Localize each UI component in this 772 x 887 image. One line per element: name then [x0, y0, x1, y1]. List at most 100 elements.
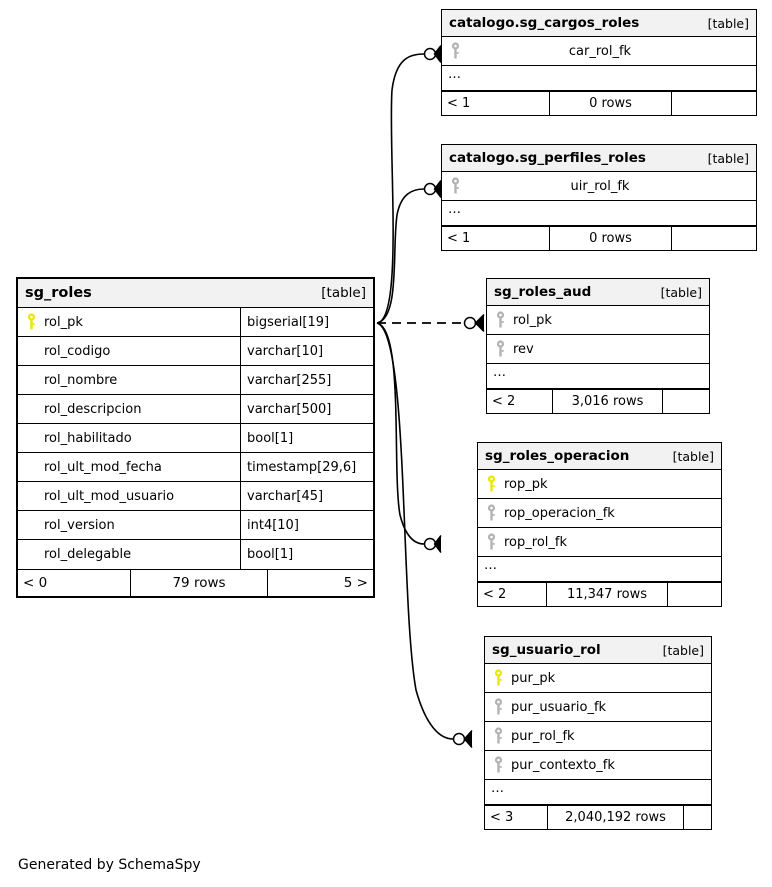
table-column-row[interactable]: pur_contexto_fk	[485, 751, 711, 780]
table-column-row[interactable]: rol_pk	[487, 306, 709, 335]
table-column-row[interactable]: rol_ult_mod_usuario varchar[45]	[18, 482, 373, 511]
primary-key-icon	[485, 669, 511, 687]
edge-to-roles-operacion	[376, 322, 425, 545]
table-column-row[interactable]: rol_descripcion varchar[500]	[18, 395, 373, 424]
table-type-tag: [table]	[660, 284, 702, 300]
column-name: rol_ult_mod_fecha	[44, 459, 162, 475]
foreign-key-icon	[478, 504, 504, 522]
generated-by-credit: Generated by SchemaSpy	[18, 857, 201, 873]
table-footer: < 2 3,016 rows	[487, 389, 709, 413]
foreign-key-icon	[442, 177, 468, 195]
column-type: bool[1]	[240, 540, 373, 569]
column-type: varchar[10]	[240, 337, 373, 365]
table-footer: < 1 0 rows	[442, 226, 756, 250]
footer-children-count	[683, 806, 711, 829]
table-header: sg_roles [table]	[18, 279, 373, 308]
foreign-key-icon	[487, 311, 513, 329]
column-name: rol_ult_mod_usuario	[44, 488, 175, 504]
column-name: pur_pk	[511, 670, 556, 686]
table-column-row[interactable]: uir_rol_fk	[442, 172, 756, 201]
column-type: bool[1]	[240, 424, 373, 452]
table-footer: < 1 0 rows	[442, 91, 756, 115]
table-type-tag: [table]	[707, 150, 749, 166]
more-columns-ellipsis: …	[485, 780, 711, 805]
table-sg-roles-aud[interactable]: sg_roles_aud [table] rol_pk rev …	[486, 278, 710, 414]
foreign-key-icon	[485, 756, 511, 774]
table-sg-roles-operacion[interactable]: sg_roles_operacion [table] rop_pk rop_op…	[477, 442, 722, 607]
foreign-key-icon	[442, 42, 468, 60]
table-type-tag: [table]	[707, 15, 749, 31]
footer-children-count	[662, 390, 709, 413]
table-column-row[interactable]: rol_habilitado bool[1]	[18, 424, 373, 453]
column-name: rol_pk	[44, 314, 83, 330]
primary-key-icon	[18, 313, 44, 331]
edge-to-perfiles-roles	[376, 188, 425, 324]
table-column-row[interactable]: car_rol_fk	[442, 37, 756, 66]
column-name: rol_habilitado	[44, 430, 132, 446]
table-column-row[interactable]: pur_usuario_fk	[485, 693, 711, 722]
column-type: int4[10]	[240, 511, 373, 539]
table-column-row[interactable]: rev	[487, 335, 709, 364]
footer-row-count: 0 rows	[549, 227, 671, 250]
foreign-key-icon	[485, 698, 511, 716]
table-title: catalogo.sg_perfiles_roles	[449, 150, 646, 166]
column-name: car_rol_fk	[568, 43, 632, 59]
table-footer: < 2 11,347 rows	[478, 582, 721, 606]
column-name: rop_operacion_fk	[504, 505, 615, 521]
more-columns-ellipsis: …	[487, 364, 709, 389]
table-catalogo-sg-perfiles-roles[interactable]: catalogo.sg_perfiles_roles [table] uir_r…	[441, 144, 757, 251]
table-catalogo-sg-cargos-roles[interactable]: catalogo.sg_cargos_roles [table] car_rol…	[441, 9, 757, 116]
table-type-tag: [table]	[662, 642, 704, 658]
table-sg-roles[interactable]: sg_roles [table] rol_pk bigserial[19] ro…	[16, 277, 375, 598]
footer-parents-count: < 2	[492, 394, 516, 409]
table-column-row[interactable]: rop_rol_fk	[478, 528, 721, 557]
table-header: sg_roles_aud [table]	[487, 279, 709, 306]
column-name: rol_delegable	[44, 547, 132, 562]
column-name: rol_descripcion	[44, 401, 142, 417]
table-type-tag: [table]	[321, 285, 366, 301]
footer-row-count: 79 rows	[130, 570, 267, 596]
table-column-row[interactable]: rol_delegable bool[1]	[18, 540, 373, 569]
edge-to-cargos-roles	[376, 53, 425, 324]
table-title: sg_roles_aud	[494, 284, 592, 300]
table-column-row[interactable]: rol_nombre varchar[255]	[18, 366, 373, 395]
column-name: rol_version	[44, 517, 115, 533]
footer-parents-count: < 1	[447, 231, 471, 246]
table-title: sg_roles	[25, 285, 92, 301]
column-type: timestamp[29,6]	[240, 453, 373, 481]
column-name: rol_codigo	[44, 343, 111, 359]
table-column-row[interactable]: pur_pk	[485, 664, 711, 693]
foreign-key-icon	[487, 340, 513, 358]
table-column-row[interactable]: pur_rol_fk	[485, 722, 711, 751]
table-column-row[interactable]: rol_pk bigserial[19]	[18, 308, 373, 337]
column-name: rol_nombre	[44, 372, 118, 388]
table-footer: < 0 79 rows 5 >	[18, 569, 373, 596]
footer-row-count: 3,016 rows	[552, 390, 662, 413]
column-type: bigserial[19]	[240, 308, 373, 336]
table-column-row[interactable]: rol_ult_mod_fecha timestamp[29,6]	[18, 453, 373, 482]
table-column-row[interactable]: rop_pk	[478, 470, 721, 499]
footer-row-count: 2,040,192 rows	[547, 806, 683, 829]
column-type: varchar[500]	[240, 395, 373, 423]
table-title: sg_roles_operacion	[485, 448, 630, 464]
table-column-row[interactable]: rol_codigo varchar[10]	[18, 337, 373, 366]
column-name: pur_rol_fk	[511, 728, 575, 744]
footer-parents-count: < 2	[483, 587, 507, 602]
footer-children-count	[671, 92, 756, 115]
table-title: sg_usuario_rol	[492, 642, 601, 658]
column-name: rev	[513, 341, 534, 357]
column-type: varchar[45]	[240, 482, 373, 510]
column-name: pur_contexto_fk	[511, 757, 615, 773]
table-title: catalogo.sg_cargos_roles	[449, 15, 640, 31]
more-columns-ellipsis: …	[442, 66, 756, 91]
table-column-row[interactable]: rop_operacion_fk	[478, 499, 721, 528]
table-column-row[interactable]: rol_version int4[10]	[18, 511, 373, 540]
table-sg-usuario-rol[interactable]: sg_usuario_rol [table] pur_pk pur_usuari…	[484, 636, 712, 830]
column-name: uir_rol_fk	[570, 178, 630, 194]
table-header: catalogo.sg_perfiles_roles [table]	[442, 145, 756, 172]
footer-parents-count: < 0	[23, 575, 48, 591]
footer-children-count	[671, 227, 756, 250]
footer-children-count: 5 >	[267, 570, 373, 596]
more-columns-ellipsis: …	[478, 557, 721, 582]
